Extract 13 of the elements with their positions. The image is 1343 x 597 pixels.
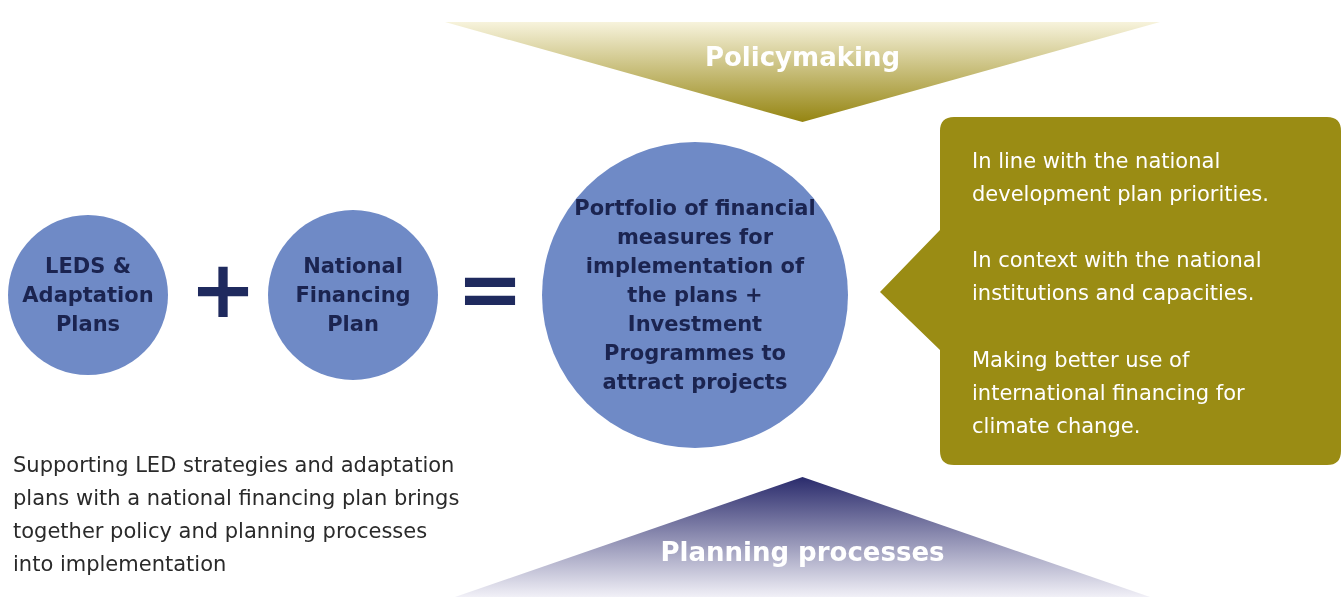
equals-sign: = bbox=[455, 245, 525, 335]
circle-label: LEDS & Adaptation Plans bbox=[21, 252, 155, 338]
circle-label: Portfolio of financial measures for implementation of the plans + Investment Programmes to attract projects bbox=[573, 194, 817, 396]
band-label: Policymaking bbox=[703, 42, 902, 72]
circle-label: National Financing Plan bbox=[294, 252, 412, 338]
description-text: Supporting LED strategies and adaptation plans with a national financing plan brings together policy and planning processes into implementation bbox=[13, 452, 461, 578]
note-text: In line with the national development plan priorities. bbox=[972, 148, 1270, 208]
policy-triangle bbox=[445, 22, 1160, 122]
note-text: In context with the national institutions and capacities. bbox=[972, 247, 1263, 307]
band-label: Planning processes bbox=[659, 537, 946, 567]
note-text: Making better use of international financing for climate change. bbox=[972, 347, 1246, 440]
callout-box bbox=[880, 117, 1341, 465]
plus-sign: + bbox=[188, 245, 258, 335]
